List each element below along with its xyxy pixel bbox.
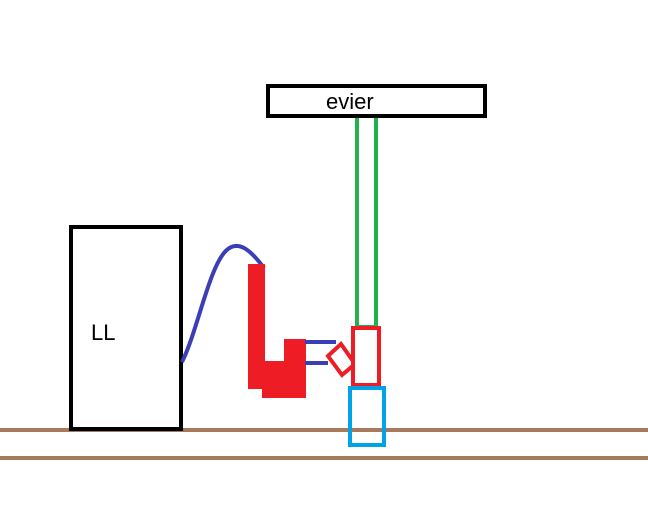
sink-box xyxy=(266,84,487,118)
angled-inlet xyxy=(325,340,358,378)
washing-machine: LL xyxy=(69,225,183,431)
sink: evier xyxy=(266,84,487,118)
drain-hose xyxy=(180,243,266,363)
siphon-trap xyxy=(248,264,306,398)
vertical-drain-pipe xyxy=(355,118,378,329)
washing-machine-box xyxy=(69,225,183,431)
floor-drain-connector xyxy=(348,386,386,447)
washing-machine-label: LL xyxy=(91,320,115,345)
junction-fitting xyxy=(351,326,381,387)
connector-hose xyxy=(305,340,336,365)
sink-label: evier xyxy=(326,89,374,114)
